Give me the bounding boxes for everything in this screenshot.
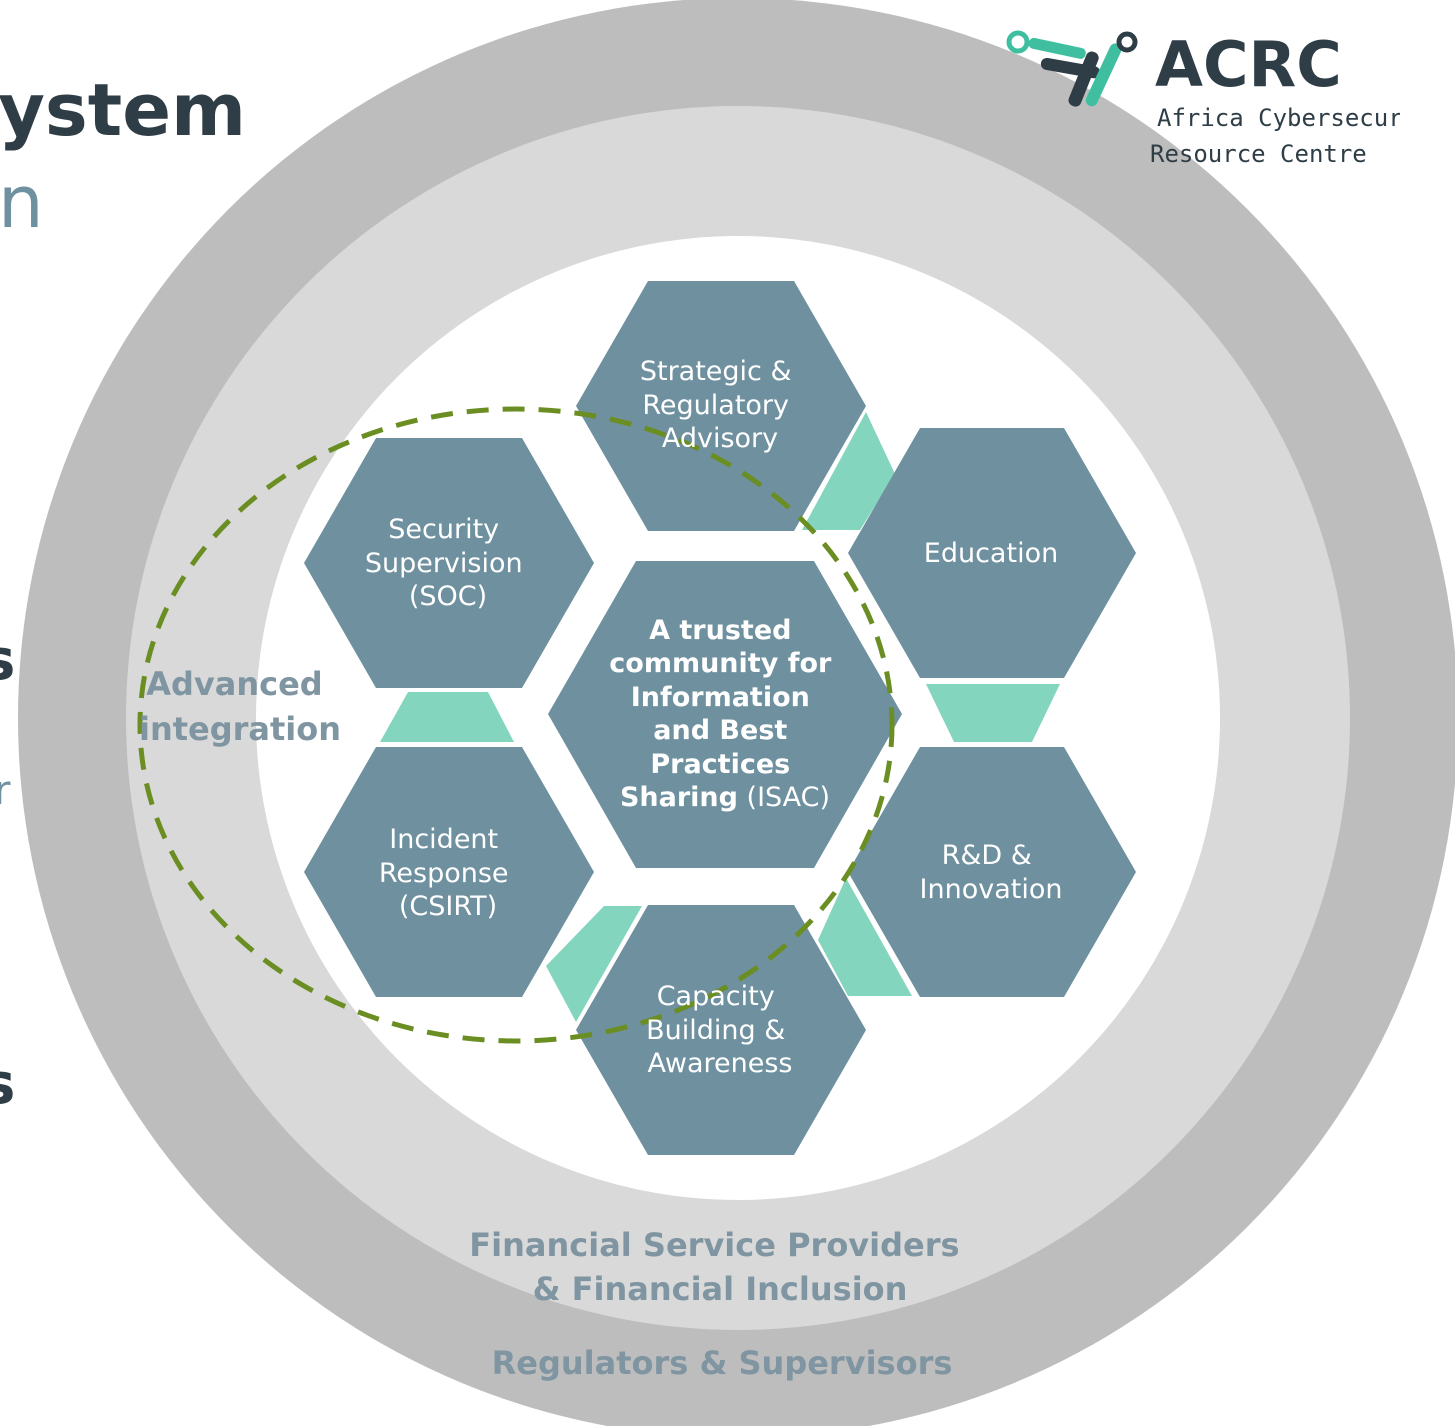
title-fragment-1: ystem: [0, 68, 247, 152]
regulators-label: Regulators & Supervisors: [492, 1344, 953, 1382]
left-fragment-r: r: [0, 768, 11, 814]
connector-capacity-incident: [546, 906, 642, 1022]
connector-rnd-capacity: [818, 878, 912, 996]
hexagon-rnd-innovation: [848, 747, 1136, 997]
connector-incident-security: [380, 692, 514, 742]
logo-line2: Resource Centre: [1150, 140, 1367, 168]
logo-brand: ACRC: [1155, 28, 1342, 101]
hex-label-security: Security Supervision (SOC): [365, 514, 531, 612]
left-fragment-s1: s: [0, 628, 15, 693]
title-fragment-2: n: [0, 160, 44, 244]
left-fragment-s2: s: [0, 1052, 15, 1117]
hex-label-incident: Incident Response (CSIRT): [379, 824, 517, 922]
hexagon-center-isac: [548, 561, 902, 868]
center-label-isac: A trusted community for Information and …: [609, 615, 840, 813]
hexagon-incident-response: [304, 747, 594, 997]
hexagon-security-supervision: [304, 438, 594, 688]
connector-strategic-education: [802, 412, 895, 530]
logo-line1: Africa Cybersecurity: [1157, 104, 1400, 132]
advanced-integration-boundary: [137, 406, 895, 1044]
advanced-integration-label: Advanced integration: [139, 665, 341, 748]
hex-label-education: Education: [924, 538, 1058, 569]
hex-label-capacity: Capacity Building & Awareness: [646, 981, 794, 1079]
hexagon-strategic-advisory: [576, 281, 866, 531]
acrc-logo: ACRC Africa Cybersecurity Resource Centr…: [1006, 28, 1400, 168]
connector-education-rnd: [926, 684, 1060, 742]
hex-label-strategic: Strategic & Regulatory Advisory: [640, 356, 800, 454]
hex-label-rnd: R&D & Innovation: [920, 840, 1063, 905]
circuit-icon: [1006, 30, 1138, 107]
financial-providers-label: Financial Service Providers & Financial …: [469, 1226, 970, 1308]
hexagon-education: [848, 428, 1136, 678]
hexagon-capacity-building: [576, 905, 866, 1155]
